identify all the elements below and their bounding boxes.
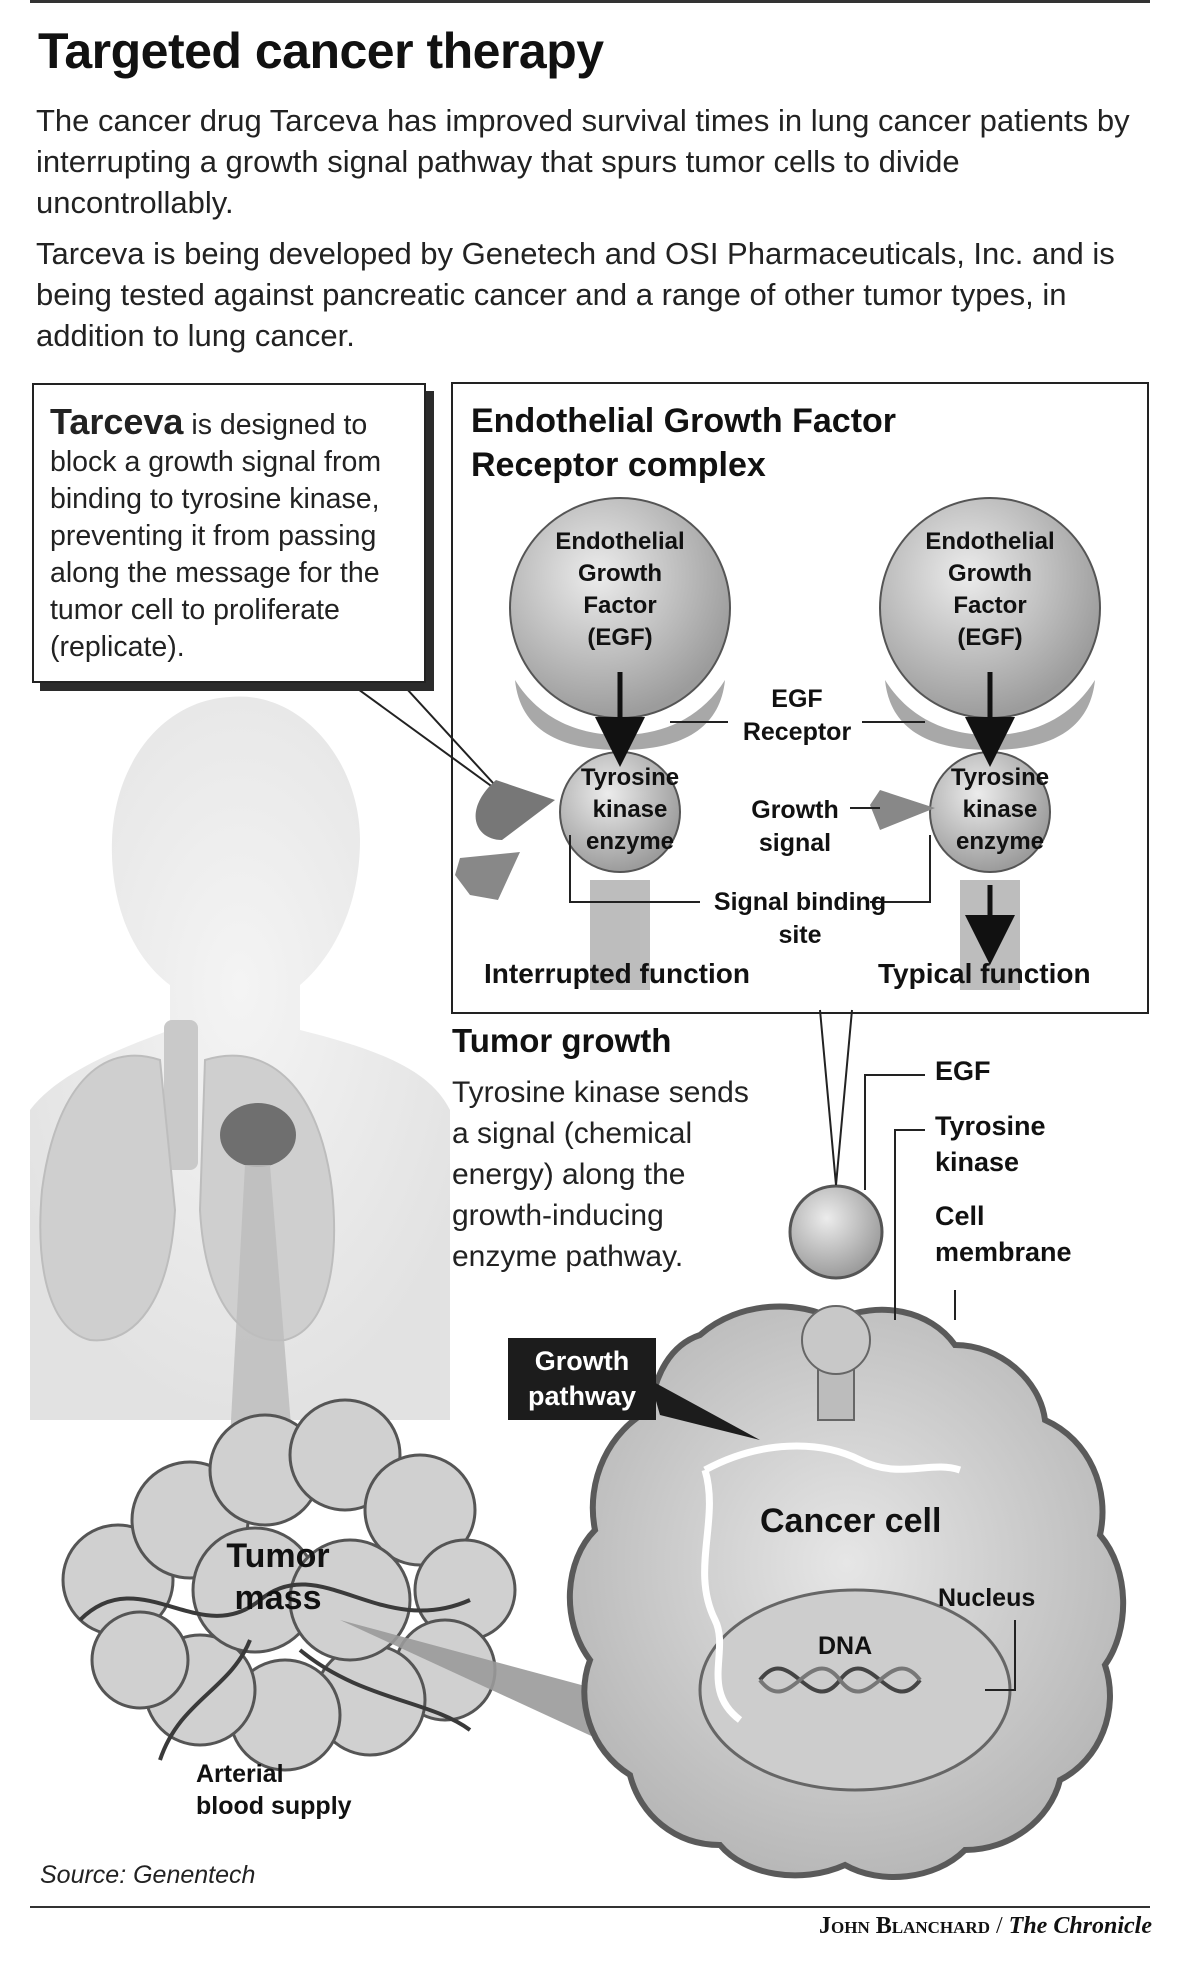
binding-site-line-1: Signal binding — [713, 888, 887, 916]
tumor-mass — [61, 1398, 517, 1772]
egf-label-left: Endothelial Growth Factor (EGF) — [540, 526, 700, 654]
receptor-panel — [451, 382, 1149, 1014]
cell-tk-line-2: kinase — [935, 1147, 1020, 1177]
tk-line-3: enzyme — [955, 828, 1045, 855]
tumor-mass-label: Tumor mass — [208, 1535, 348, 1619]
tk-line-1: Tyrosine — [950, 764, 1050, 791]
callout-lead: Tarceva — [50, 401, 184, 442]
egf-receptor-label: EGF Receptor — [722, 683, 872, 749]
callout-body: is designed to block a growth signal fro… — [50, 409, 382, 663]
panel-title-2: Receptor complex — [471, 446, 766, 484]
dna-label: DNA — [818, 1632, 873, 1660]
cell-membrane-line-2: membrane — [935, 1237, 1072, 1267]
credit-line: John Blanchard / The Chronicle — [819, 1913, 1152, 1940]
egf-line-1: Endothelial — [555, 528, 685, 555]
cell-tk-line-1: Tyrosine — [935, 1111, 1046, 1141]
panel-pointer — [819, 1009, 853, 1186]
growth-signal-line-2: signal — [758, 829, 832, 857]
intro-paragraph-2: Tarceva is being developed by Genetech a… — [36, 236, 1115, 353]
egf-line-1: Endothelial — [925, 528, 1055, 555]
growth-pathway-line-2: pathway — [527, 1381, 637, 1411]
cell-membrane-line-1: Cell — [935, 1201, 985, 1231]
egf-label-right: Endothelial Growth Factor (EGF) — [910, 526, 1070, 654]
tumor-growth-line-3: energy) along the — [452, 1158, 686, 1191]
cancer-cell — [566, 1184, 1127, 1880]
cell-egf-label: EGF — [935, 1056, 991, 1086]
blood-supply-label: Arterial blood supply — [196, 1758, 352, 1822]
tk-label-right: Tyrosine kinase enzyme — [930, 762, 1070, 858]
growth-pathway-line-1: Growth — [534, 1346, 630, 1376]
growth-signal-label: Growth signal — [735, 794, 855, 860]
source-note: Source: Genentech — [40, 1861, 256, 1889]
tumor-growth-line-1: Tyrosine kinase sends — [452, 1076, 749, 1109]
page-title: Targeted cancer therapy — [38, 23, 604, 79]
typical-function-caption: Typical function — [878, 958, 1091, 989]
tumor-mass-line-2: mass — [234, 1579, 322, 1617]
egf-line-2: Growth — [948, 560, 1032, 587]
tk-line-2: kinase — [592, 796, 668, 823]
nucleus-label: Nucleus — [938, 1584, 1036, 1612]
receptor-leader-lines — [670, 721, 925, 809]
tumor-growth-line-4: growth-inducing — [452, 1199, 664, 1232]
binding-site-line-2: site — [778, 921, 822, 949]
cell-membrane-label: Cell membrane — [935, 1198, 1072, 1270]
tk-line-1: Tyrosine — [580, 764, 680, 791]
tumor-growth-text: Tyrosine kinase sends a signal (chemical… — [452, 1072, 749, 1277]
intro-paragraph-1: The cancer drug Tarceva has improved sur… — [36, 103, 1130, 220]
egf-line-2: Growth — [578, 560, 662, 587]
tk-line-3: enzyme — [585, 828, 675, 855]
tumor-growth-heading: Tumor growth — [452, 1022, 672, 1059]
zoom-wedge — [340, 1620, 600, 1740]
credit-publication: The Chronicle — [1008, 1913, 1152, 1939]
growth-pathway-label: Growth pathway — [508, 1338, 656, 1420]
growth-signal-line-1: Growth — [751, 796, 839, 824]
top-rule — [30, 0, 1150, 3]
egf-line-3: Factor — [953, 592, 1027, 619]
cell-leader-lines — [864, 1074, 1016, 1691]
blood-supply-line-1: Arterial — [196, 1760, 284, 1788]
tarceva-callout: Tarceva is designed to block a growth si… — [32, 383, 426, 683]
lungs — [39, 1020, 336, 1475]
tk-label-left: Tyrosine kinase enzyme — [560, 762, 700, 858]
credit-separator: / — [989, 1913, 1009, 1939]
receptor-left — [455, 497, 731, 990]
egf-line-3: Factor — [583, 592, 657, 619]
egf-line-4: (EGF) — [587, 624, 653, 651]
tk-line-2: kinase — [962, 796, 1038, 823]
egf-line-4: (EGF) — [957, 624, 1023, 651]
cell-tk-label: Tyrosine kinase — [935, 1108, 1046, 1180]
tumor-mass-line-1: Tumor — [226, 1537, 330, 1575]
callout-text: Tarceva is designed to block a growth si… — [34, 385, 424, 666]
pathway-pointer — [650, 1380, 760, 1440]
egf-receptor-line-2: Receptor — [742, 718, 852, 746]
egf-receptor-line-1: EGF — [771, 685, 823, 713]
tumor-growth-line-2: a signal (chemical — [452, 1117, 693, 1150]
blood-supply-line-2: blood supply — [196, 1792, 352, 1820]
tumor-growth-line-5: enzyme pathway. — [452, 1240, 684, 1273]
panel-title-1: Endothelial Growth Factor — [471, 402, 897, 440]
bottom-rule — [30, 1906, 1150, 1908]
cancer-cell-label: Cancer cell — [760, 1502, 942, 1540]
receptor-right — [870, 497, 1101, 990]
credit-name: John Blanchard — [819, 1913, 990, 1939]
binding-site-label: Signal binding site — [700, 886, 900, 952]
interrupted-function-caption: Interrupted function — [484, 958, 750, 989]
